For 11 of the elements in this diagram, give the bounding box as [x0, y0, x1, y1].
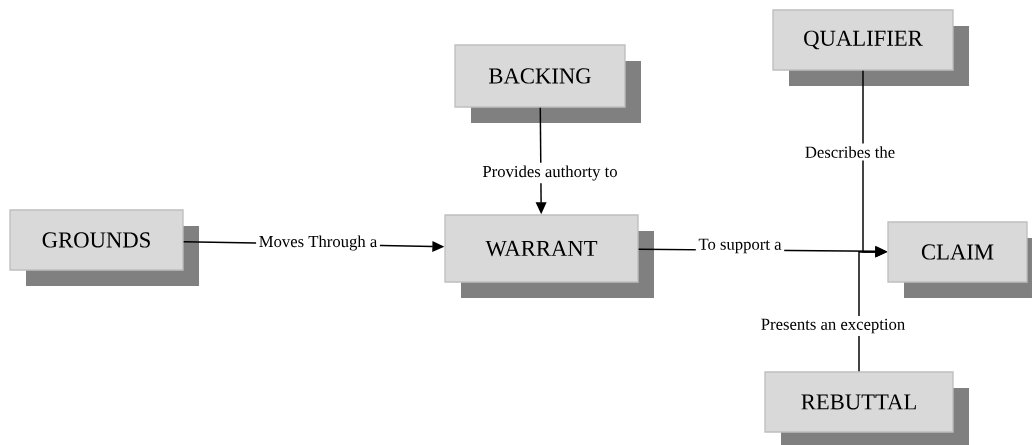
- edge-label: Provides authorty to: [479, 162, 621, 184]
- edge-label: To support a: [695, 236, 785, 256]
- edge-label: Moves Through a: [256, 232, 380, 254]
- shadowed-box: GROUNDS: [9, 209, 199, 286]
- shadowed-box: CLAIM: [887, 221, 1032, 298]
- shadowed-box: QUALIFIER: [772, 9, 969, 86]
- shadowed-box: WARRANT: [444, 214, 654, 298]
- shadowed-box: REBUTTAL: [764, 371, 969, 445]
- edge-label: Presents an exception: [758, 316, 908, 336]
- edge-label: Describes the: [802, 143, 898, 161]
- shadowed-box: BACKING: [454, 44, 641, 123]
